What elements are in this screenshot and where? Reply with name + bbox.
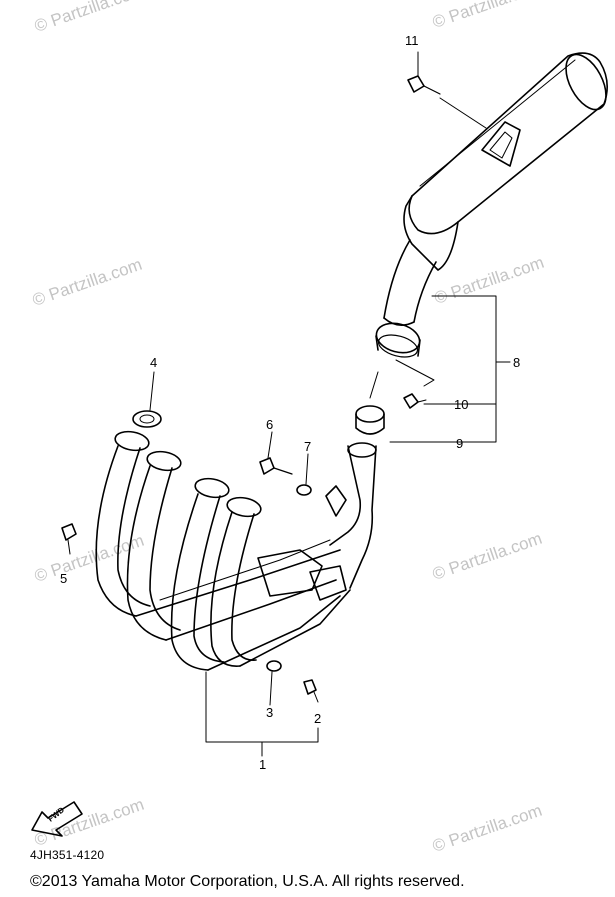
callout-11: 11	[405, 33, 419, 48]
callout-2: 2	[314, 711, 322, 726]
bolt-part-11	[407, 75, 441, 95]
bolt-part-6	[259, 457, 293, 475]
bolt-part-10	[403, 393, 427, 409]
part-code: 4JH351-4120	[30, 848, 105, 862]
washer-part-7	[296, 484, 312, 496]
callout-6: 6	[266, 417, 274, 432]
gasket-part-4	[132, 410, 162, 428]
muffler-part	[375, 52, 608, 358]
callout-7: 7	[304, 439, 312, 454]
callout-4: 4	[150, 355, 158, 370]
copyright-notice: ©2013 Yamaha Motor Corporation, U.S.A. A…	[30, 873, 465, 890]
callout-8: 8	[513, 355, 521, 370]
exhaust-header-part	[95, 430, 377, 671]
leader-lines	[67, 51, 511, 757]
nut-part-3	[266, 660, 282, 672]
bolt-part-2	[303, 679, 317, 695]
callout-1: 1	[259, 757, 267, 772]
callout-5: 5	[60, 571, 68, 586]
callout-3: 3	[266, 705, 274, 720]
gasket-part-9	[355, 405, 385, 435]
callout-10: 10	[454, 397, 469, 412]
callout-9: 9	[456, 436, 464, 451]
forward-arrow-icon	[31, 801, 83, 837]
bolt-part-5	[61, 523, 77, 541]
